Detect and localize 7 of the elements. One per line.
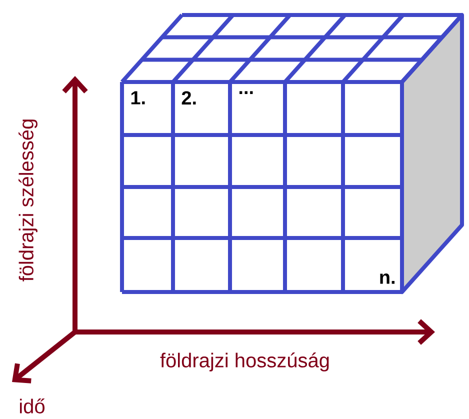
cell-number: 2. (182, 91, 196, 104)
cell-number: n. (380, 274, 394, 284)
axis-label: földrajzi szélesség (18, 120, 38, 282)
cell-number: 1. (131, 91, 145, 104)
cell-number: ... (240, 91, 253, 94)
axis-label: földrajzi hosszúság (160, 352, 329, 372)
axis-label: idő (20, 398, 45, 414)
